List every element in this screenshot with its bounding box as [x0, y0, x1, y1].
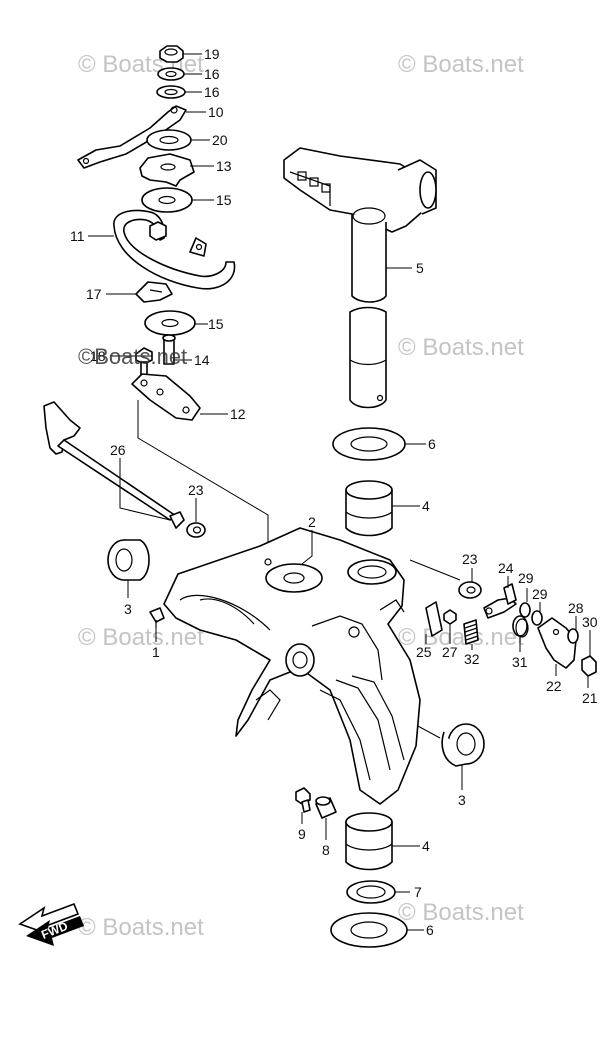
callout-6: 6: [428, 436, 436, 452]
part-spring-32: [463, 619, 479, 645]
watermark-text: © Boats.net: [398, 899, 524, 926]
part-pin-14: [162, 334, 176, 365]
callout-2: 2: [308, 514, 316, 530]
part-spring-31: [512, 615, 529, 638]
part-washer-6-lower: [330, 912, 408, 948]
part-washer-6-upper: [332, 427, 406, 461]
callout-28: 28: [568, 600, 584, 616]
part-washer-15-lower: [144, 310, 196, 336]
part-plate-12: [131, 373, 201, 421]
part-washer-7: [346, 880, 396, 904]
callout-12: 12: [230, 406, 246, 422]
callout-11: 11: [70, 228, 85, 244]
callout-14: 14: [194, 352, 210, 368]
part-plate-22: [537, 617, 577, 669]
callout-labels: 19 16 16 10 20 13 15 11 5 17 15 18 14 12…: [70, 46, 598, 938]
callout-27: 27: [442, 644, 458, 660]
callout-20: 20: [212, 132, 228, 148]
callout-29: 29: [518, 570, 534, 586]
part-collar-8: [315, 796, 337, 819]
part-bushing-4-lower: [345, 812, 393, 871]
callout-16: 16: [204, 66, 220, 82]
part-lever-24: [483, 583, 517, 619]
callout-18: 18: [90, 348, 106, 364]
part-nut-19: [159, 45, 184, 63]
callout-3: 3: [458, 792, 466, 808]
part-washer-16-lower: [156, 85, 186, 99]
part-swivel-bracket-2: [163, 527, 421, 805]
part-bolt-27: [443, 609, 457, 625]
callout-23: 23: [188, 482, 204, 498]
part-steering-rod-26: [43, 401, 185, 529]
callout-15: 15: [216, 192, 232, 208]
part-lever-10: [77, 105, 187, 169]
callout-10: 10: [208, 104, 224, 120]
callout-8: 8: [322, 842, 330, 858]
watermark-text: © Boats.net: [78, 914, 204, 941]
assembly-line: [409, 559, 461, 581]
assembly-line: [137, 400, 269, 562]
callout-23: 23: [462, 551, 478, 567]
callout-3: 3: [124, 601, 132, 617]
callout-1: 1: [152, 644, 160, 660]
watermark-text: © Boats.net: [398, 334, 524, 361]
part-plate-13: [139, 153, 195, 187]
watermark-overlay-text: ©Boats.net: [78, 344, 187, 369]
watermark-text: © Boats.net: [398, 624, 524, 651]
part-bushing-3-right: [441, 723, 485, 767]
part-bolt-9: [295, 787, 311, 813]
callout-4: 4: [422, 838, 430, 854]
part-handle-11: [113, 209, 236, 290]
part-washer-29-lower: [531, 610, 543, 626]
callout-24: 24: [498, 560, 514, 576]
part-washer-15-upper: [141, 187, 193, 213]
part-clip-25: [425, 601, 443, 637]
watermark-text: © Boats.net: [78, 624, 204, 651]
callout-21: 21: [582, 690, 598, 706]
part-grease-fitting-1: [149, 607, 165, 628]
callout-16: 16: [204, 84, 220, 100]
part-bushing-23-right: [458, 581, 482, 599]
part-washer-28: [567, 628, 579, 644]
callout-22: 22: [546, 678, 562, 694]
callout-13: 13: [216, 158, 232, 174]
part-bushing-3-left: [107, 539, 150, 581]
callout-5: 5: [416, 260, 424, 276]
part-washer-16-upper: [157, 67, 185, 81]
callout-25: 25: [416, 644, 432, 660]
part-washer-20: [146, 129, 192, 151]
callout-32: 32: [464, 651, 480, 667]
callout-30: 30: [582, 614, 598, 630]
watermark-text: © Boats.net: [398, 51, 524, 78]
part-bushing-23-left: [186, 522, 206, 538]
part-washer-29-upper: [519, 602, 531, 618]
callout-9: 9: [298, 826, 306, 842]
callout-6: 6: [426, 922, 434, 938]
callout-17: 17: [86, 286, 102, 302]
leader-lines: [88, 53, 591, 931]
callout-29: 29: [532, 586, 548, 602]
part-bushing-4-upper: [345, 480, 393, 537]
callout-7: 7: [414, 884, 422, 900]
fwd-arrow-icon: FWD: [18, 902, 84, 946]
callout-4: 4: [422, 498, 430, 514]
callout-31: 31: [512, 654, 528, 670]
callout-19: 19: [204, 46, 220, 62]
part-nut-21: [581, 655, 597, 677]
watermarks: © Boats.net © Boats.net © Boats.net © Bo…: [78, 51, 524, 941]
part-bracket-17: [135, 281, 173, 303]
part-tube-5-lower: [349, 306, 387, 409]
callout-15: 15: [208, 316, 224, 332]
part-steering-arm-5: [283, 147, 437, 303]
callout-26: 26: [110, 442, 126, 458]
